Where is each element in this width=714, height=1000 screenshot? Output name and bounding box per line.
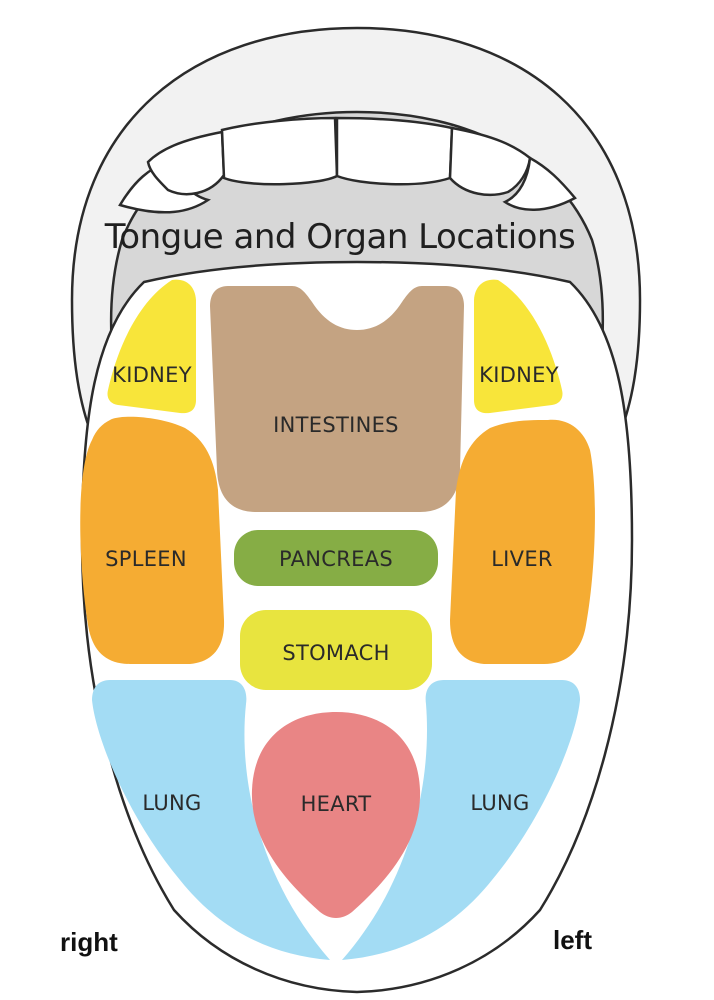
intestines-zone xyxy=(210,286,464,512)
stomach-label: STOMACH xyxy=(282,641,389,665)
lung-right-zone xyxy=(92,680,330,960)
tooth xyxy=(146,130,226,196)
heart-zone xyxy=(251,712,421,918)
lung-left-zone xyxy=(342,680,580,960)
stomach-zone xyxy=(240,610,432,690)
liver-label: LIVER xyxy=(491,547,553,571)
tooth xyxy=(335,116,454,186)
tooth xyxy=(448,126,532,197)
spleen-label: SPLEEN xyxy=(105,547,187,571)
lung-left-label: LUNG xyxy=(470,791,529,815)
left-side-label: left xyxy=(553,925,592,955)
kidney-left-label: KIDNEY xyxy=(479,363,559,387)
spleen-zone xyxy=(80,416,225,664)
kidney-right-label: KIDNEY xyxy=(112,363,192,387)
lung-right-label: LUNG xyxy=(142,791,201,815)
kidney-left-zone xyxy=(474,279,563,414)
pancreas-label: PANCREAS xyxy=(279,547,393,571)
right-side-label: right xyxy=(60,927,118,957)
kidney-right-zone xyxy=(107,279,196,414)
tooth xyxy=(502,155,577,211)
intestines-label: INTESTINES xyxy=(273,413,399,437)
heart-label: HEART xyxy=(301,792,372,816)
upper-teeth xyxy=(118,116,577,214)
liver-zone xyxy=(450,419,595,664)
tooth xyxy=(220,116,339,186)
pancreas-zone xyxy=(234,530,438,586)
diagram-title: Tongue and Organ Locations xyxy=(104,217,575,257)
